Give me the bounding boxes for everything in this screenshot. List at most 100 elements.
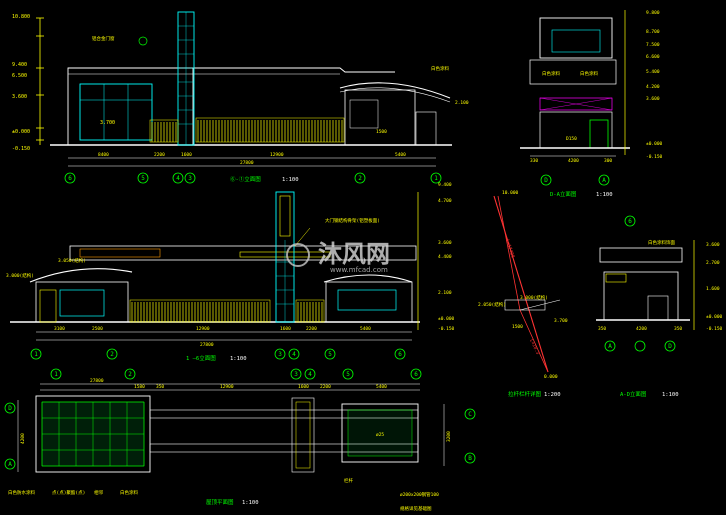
axis-label: 4 [292,351,296,358]
axis-label: 4 [308,371,312,378]
level-text: 10.800 [12,14,30,20]
span-text: 2200 [154,152,165,158]
dim-text: 3.700 [100,120,115,126]
dim-text: 1600 [298,384,309,390]
note-text: 栏杆 [344,477,353,484]
note-text: 白色涂料饰面 [648,239,675,246]
level-text: -0.150 [646,154,663,160]
axis-label: 1 [34,351,38,358]
view-title: D-A立面图 [550,190,577,198]
note-text: ø25 [376,432,384,438]
axis-label: A [608,343,612,350]
level-text: 9.800 [646,10,660,16]
axis-label: 2 [110,351,114,358]
level-text: 6.600 [646,54,660,60]
dim-text: 1500 [512,324,523,330]
rod-text: L=17488 [504,239,516,259]
level-text: 9.400 [438,182,452,188]
level-text: 3.600 [706,242,720,248]
level-text: ±0.000 [12,129,30,135]
axis-label: 5 [346,371,350,378]
view-scale: 1:100 [662,392,679,398]
view-title: 屋顶平面图 [206,498,234,506]
dim-text: 350 [598,326,606,332]
span-text: 3100 [54,326,65,332]
level-text: 3.600 [438,240,452,246]
level-text: 3.700 [554,318,568,324]
callout-circle [138,36,148,46]
dim-text: 4200 [20,433,26,444]
axis-label: 3 [278,351,282,358]
level-text: 5.400 [646,69,660,75]
note-text: 白色防水涂料 [8,489,35,496]
view-scale: 1:100 [282,177,299,183]
level-text: ±0.000 [706,314,723,320]
level-text: 7.500 [646,42,660,48]
view-title: A-D立面图 [620,390,647,398]
axis-label: 3 [188,175,192,182]
level-text: ±0.000 [438,316,455,322]
note-text: 白色涂料 [120,489,138,496]
note-text: 相邻 [94,489,103,496]
level-text: 8.700 [646,29,660,35]
level-text: 3.000(结构) [6,272,34,279]
span-text: 5400 [395,152,406,158]
note-text: 铝合金门窗 [92,35,115,42]
span-text: 2200 [306,326,317,332]
note-text: 白色涂料 [580,70,598,77]
axis-label: 4 [176,175,180,182]
note-text: 白色涂料 [542,70,560,77]
elevation-6-1: 10.800 9.400 6.500 3.600 ±0.000 -0.150 3… [12,11,469,184]
note-text: ø200x200钢管100 [400,491,439,498]
axis-label: A [8,461,12,468]
level-text: 3.000(结构) [520,294,548,301]
view-scale: 1:100 [242,500,259,506]
total-text: 27800 [240,160,254,166]
axis-label: 6 [398,351,402,358]
dim-text: 330 [530,158,538,164]
watermark-url: www.mfcad.com [330,266,388,274]
view-scale: 1:100 [596,192,613,198]
level-text: 3.600 [12,94,27,100]
bar-detail: 10.000 2.050(结构) 3.000(结构) 3.700 0.000 1… [478,190,568,398]
note-text: 白色涂料 [431,65,449,72]
watermark-brand: 沐风网 [318,240,390,268]
level-text: ±0.000 [646,141,663,147]
level-text: 1.600 [706,286,720,292]
roof-plan: 1 2 3 4 5 6 27800 5400 12900 1580 350 16… [4,368,476,512]
axis-label: 1 [54,371,58,378]
level-text: 10.000 [502,190,519,196]
view-title: 1 —6立面图 [186,354,216,362]
axis-label: 6 [414,371,418,378]
note-text: 3.050(结构) [58,257,86,264]
axis-label: C [468,411,472,418]
span-text: 12900 [270,152,284,158]
span-text: 12900 [196,326,210,332]
axis-label: 6 [628,218,632,225]
axis-label: 5 [141,175,145,182]
dim-text: 1580 [134,384,145,390]
span-text: 1600 [181,152,192,158]
watermark: 沐风网 www.mfcad.com [286,240,390,274]
axis-label: A [602,177,606,184]
axis-label: D [544,177,548,184]
span-text: 8400 [98,152,109,158]
dim-text: 300 [604,158,612,164]
level-text: 2.700 [706,260,720,266]
axis-label: 3 [294,371,298,378]
dim-text: 3200 [446,431,452,442]
axis-label: 2 [358,175,362,182]
span-text: 5400 [376,384,387,390]
dim-text: D150 [566,136,577,142]
elevation-a-d: 6 3.600 2.700 1.600 ±0.000 -0.150 白色涂料饰面… [596,215,723,398]
view-title: ⑥-①立面图 [230,175,261,183]
level-text: 4.400 [438,254,452,260]
elevation-1-6: 9.400 4.700 3.600 4.400 2.100 ±0.000 -0.… [6,182,455,362]
dim-text: 4200 [568,158,579,164]
dim-text: 4200 [636,326,647,332]
level-text: 0.000 [544,374,558,380]
axis-label: 1 [434,175,438,182]
axis-label: D [668,343,672,350]
axis-label: 2 [128,371,132,378]
